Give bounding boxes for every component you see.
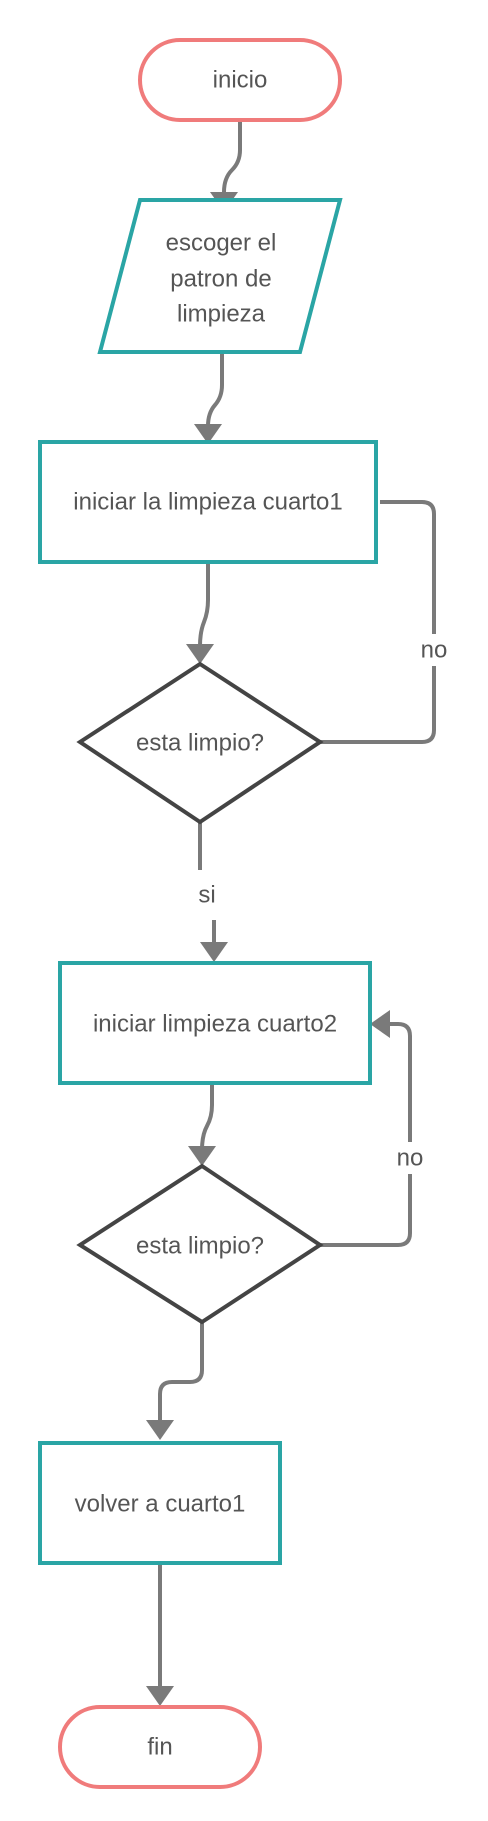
node-start[interactable]: inicio xyxy=(138,38,342,122)
edge-label-bg-check1-yes xyxy=(184,874,216,918)
node-back-room1[interactable]: volver a cuarto1 xyxy=(38,1441,282,1565)
arrowhead-room2-right xyxy=(370,1010,390,1038)
node-clean-room1[interactable]: iniciar la limpieza cuarto1 xyxy=(38,440,378,564)
node-choose[interactable]: escoger el patron de limpieza xyxy=(97,198,343,354)
node-clean-room2-label: iniciar limpieza cuarto2 xyxy=(93,1010,337,1037)
node-clean-room2[interactable]: iniciar limpieza cuarto2 xyxy=(58,961,372,1085)
edge-label-bg-check1-no xyxy=(416,634,452,666)
node-choose-line-2: patron de xyxy=(170,265,271,292)
arrowhead-check2 xyxy=(188,1146,216,1166)
edge-choose-to-room1 xyxy=(206,352,224,428)
arrowhead-back xyxy=(146,1420,174,1440)
edge-check2-no-loop xyxy=(320,1022,412,1247)
edge-start-to-choose xyxy=(222,122,242,196)
node-clean-room1-label: iniciar la limpieza cuarto1 xyxy=(73,488,342,515)
arrowhead-room1 xyxy=(194,424,222,444)
edge-check2-to-back xyxy=(158,1322,204,1424)
arrowhead-room2 xyxy=(200,942,228,962)
edge-room1-to-check1 xyxy=(198,563,210,648)
node-choose-line-3: limpieza xyxy=(177,300,266,327)
node-end[interactable]: fin xyxy=(58,1705,262,1789)
node-start-label: inicio xyxy=(213,66,268,93)
edge-label-check2-no: no xyxy=(397,1144,424,1171)
edge-label-check1-yes: si xyxy=(198,881,215,908)
node-end-label: fin xyxy=(147,1733,172,1760)
node-check1-label: esta limpio? xyxy=(136,729,264,756)
node-back-room1-label: volver a cuarto1 xyxy=(75,1490,246,1517)
arrowhead-end xyxy=(146,1686,174,1706)
edge-room2-to-check2 xyxy=(200,1083,214,1151)
node-choose-line-1: escoger el xyxy=(166,229,277,256)
edge-check1-no-loop xyxy=(320,500,436,744)
node-check1[interactable]: esta limpio? xyxy=(76,661,324,825)
edge-label-check1-no: no xyxy=(421,636,448,663)
edge-label-bg-check2-no xyxy=(390,1142,430,1174)
node-check2[interactable]: esta limpio? xyxy=(76,1163,324,1325)
arrowhead-check1 xyxy=(186,644,214,664)
node-check2-label: esta limpio? xyxy=(136,1232,264,1259)
